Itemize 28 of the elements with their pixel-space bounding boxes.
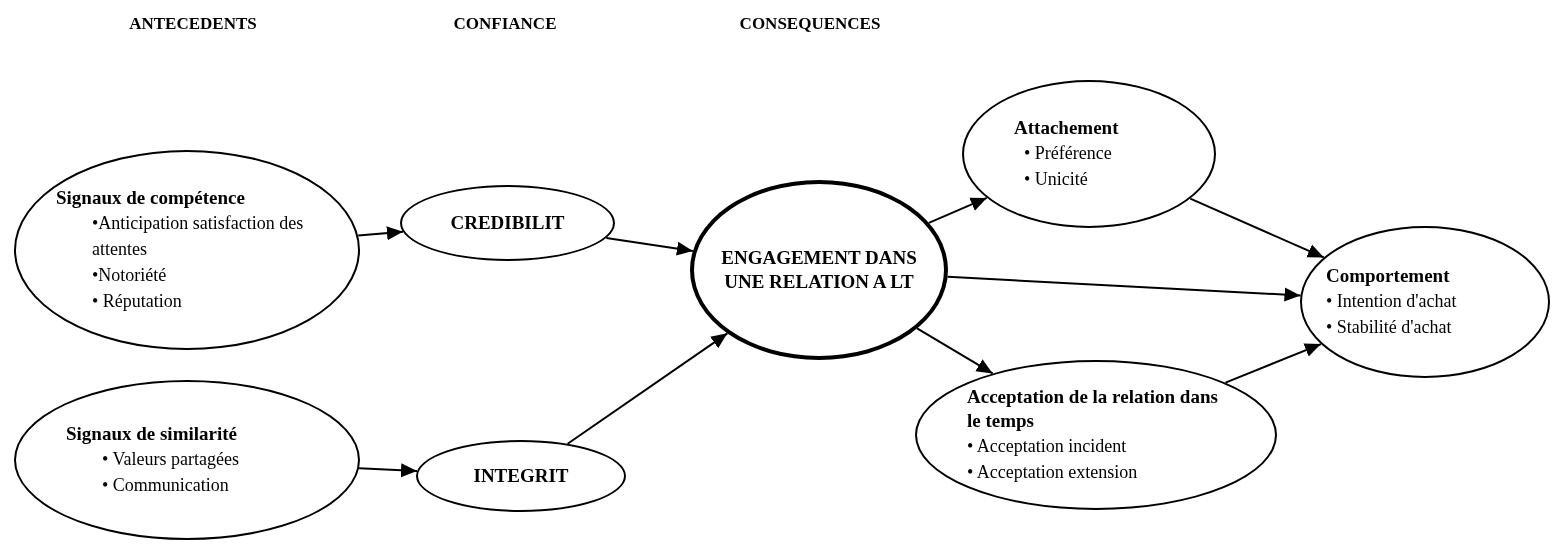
concept-title: INTEGRIT (473, 464, 569, 488)
bullet-item: • Préférence (1023, 141, 1112, 165)
bullet-item: • Unicité (1023, 167, 1088, 191)
concept-title: CREDIBILIT (450, 211, 565, 235)
column-heading: CONFIANCE (453, 14, 557, 34)
bullet-item: • Réputation (91, 289, 182, 313)
bullet-item: • Valeurs partagées (101, 447, 239, 471)
concept-title: Attachement (1014, 116, 1119, 140)
concept-title: Signaux de similarité (66, 422, 237, 446)
bullet-item: • Communication (101, 473, 229, 497)
bullet-item: • Acceptation incident (967, 434, 1127, 458)
column-heading: CONSEQUENCES (739, 14, 881, 34)
arrow (916, 327, 994, 375)
bullet-item: • Intention d'achat (1326, 289, 1457, 313)
concept-title: ENGAGEMENT DANS UNE RELATION A LT (720, 246, 918, 294)
arrow (605, 236, 694, 256)
concept-title: Comportement (1326, 264, 1450, 288)
arrow (358, 463, 418, 478)
bullet-item: •Notoriété (91, 263, 167, 287)
bullet-item: • Acceptation extension (967, 460, 1138, 484)
concept-title: Signaux de compétence (56, 185, 245, 210)
concept-title: Acceptation de la relation dans le temps (967, 385, 1219, 433)
arrow (1189, 197, 1325, 259)
column-heading: ANTECEDENTS (129, 14, 257, 34)
arrow (946, 275, 1302, 302)
arrow (1224, 343, 1322, 384)
bullet-item: •Anticipation satisfaction des attentes (91, 211, 305, 261)
bullet-item: • Stabilité d'achat (1326, 315, 1452, 339)
